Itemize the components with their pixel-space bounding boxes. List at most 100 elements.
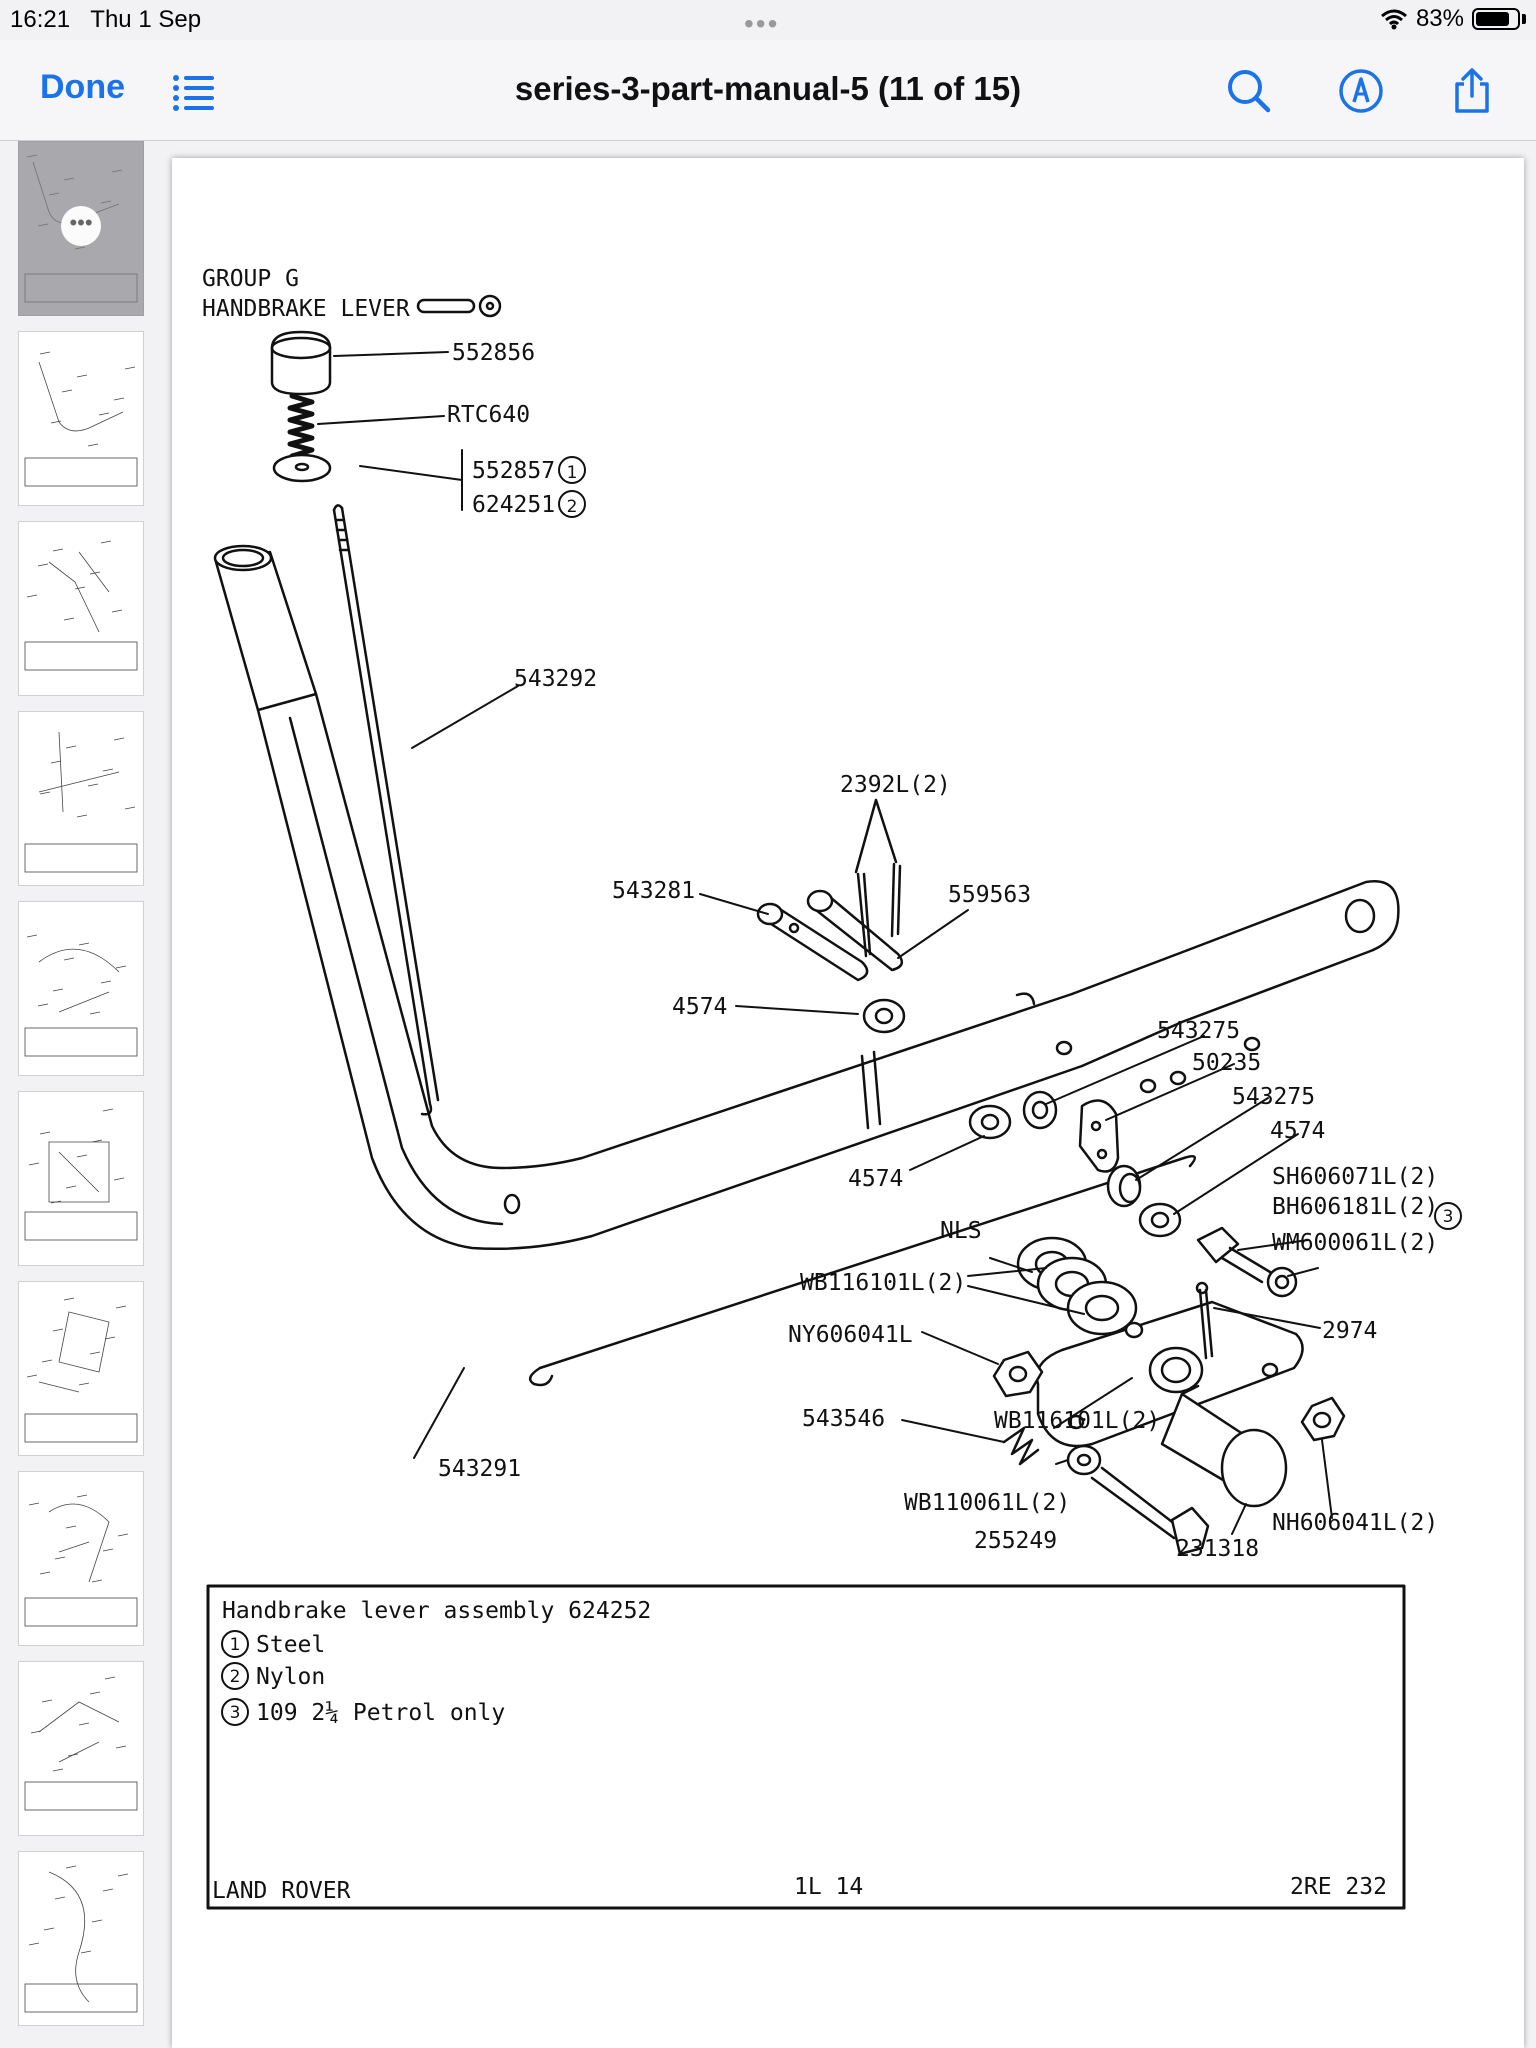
label-2974: 2974: [1322, 1318, 1377, 1344]
thumbnail-preview: [24, 351, 138, 487]
note-steel: Steel: [256, 1632, 325, 1658]
note-circled-1: 1: [230, 1635, 241, 1655]
document-title[interactable]: series-3-part-manual-5 (11 of 15): [514, 70, 1022, 107]
lever-symbol-icon: [416, 294, 502, 318]
washer-part-wm600061l: [1266, 1266, 1298, 1298]
note-circled-3: 3: [230, 1703, 241, 1723]
circled-1-label: 1: [567, 463, 578, 483]
markup-pen-icon[interactable]: [1336, 66, 1386, 116]
note-circled-2: 2: [230, 1667, 241, 1687]
washer-part-552857: [272, 453, 332, 483]
document-title-container: series-3-part-manual-5 (11 of 15): [0, 70, 1536, 108]
label-50235: 50235: [1192, 1050, 1261, 1076]
rod-part-543292: [332, 504, 440, 1116]
pin-part-543281: [756, 902, 869, 982]
label-543546: 543546: [802, 1406, 885, 1432]
note-nylon: Nylon: [256, 1664, 325, 1690]
label-ny606041l: NY606041L: [788, 1322, 913, 1348]
label-543292: 543292: [514, 666, 597, 692]
page-thumbnail[interactable]: [18, 1471, 144, 1646]
washer-part-4574-b: [968, 1104, 1012, 1140]
more-icon[interactable]: •••: [61, 206, 101, 246]
circled-3-label: 3: [1443, 1207, 1454, 1227]
thumbnail-preview: [24, 1676, 138, 1811]
page-thumbnail[interactable]: [18, 901, 144, 1076]
wifi-icon: [1380, 9, 1407, 30]
handle-tube: [213, 544, 318, 712]
group-label: GROUP G: [202, 266, 299, 292]
label-sh606071l: SH606071L(2): [1272, 1164, 1438, 1190]
label-4574-c: 4574: [848, 1166, 903, 1192]
page-thumbnail[interactable]: [18, 521, 144, 696]
share-icon[interactable]: [1447, 66, 1497, 116]
status-bar: 16:21 Thu 1 Sep ••• 83%: [0, 0, 1536, 40]
battery-icon: [1472, 8, 1520, 30]
diagram-heading: HANDBRAKE LEVER: [202, 296, 410, 322]
circled-2-label: 2: [567, 497, 578, 517]
label-4574-a: 4574: [672, 994, 727, 1020]
spring-part-543546: [1002, 1426, 1040, 1466]
label-543291: 543291: [438, 1456, 521, 1482]
search-icon[interactable]: [1224, 66, 1274, 116]
washer-part-wb110061l: [1066, 1444, 1102, 1476]
thumbnail-preview: [24, 731, 138, 873]
page-thumbnail[interactable]: [18, 331, 144, 506]
status-right: 83%: [1380, 5, 1526, 33]
note-petrol: 109 2¼ Petrol only: [256, 1700, 505, 1726]
thumbnail-preview: [24, 1108, 138, 1241]
battery-tip: [1522, 14, 1526, 24]
spacer-part-543275-a: [1022, 1090, 1058, 1130]
status-date: Thu 1 Sep: [90, 6, 202, 33]
thumbnail-preview: [24, 1297, 138, 1443]
split-pin-2974: [1195, 1281, 1214, 1360]
nut-part-nh606041l: [1300, 1396, 1346, 1442]
page-thumbnail[interactable]: [18, 1091, 144, 1266]
thumbnail-sidebar[interactable]: •••: [0, 141, 162, 2048]
label-wb116101l-a: WB116101L(2): [800, 1270, 966, 1296]
label-bh606181l: BH606181L(2): [1272, 1194, 1438, 1220]
label-552857: 552857: [472, 458, 555, 484]
note-assembly: Handbrake lever assembly 624252: [222, 1598, 651, 1624]
page-thumbnail[interactable]: [18, 711, 144, 886]
label-559563: 559563: [948, 882, 1031, 908]
list-icon[interactable]: [172, 72, 216, 112]
label-552856: 552856: [452, 340, 535, 366]
page-thumbnail[interactable]: [18, 1281, 144, 1456]
done-button[interactable]: Done: [40, 68, 125, 106]
leader-lines: [317, 351, 1333, 1535]
label-wm600061l: WM600061L(2): [1272, 1230, 1438, 1256]
multitasking-dots-icon[interactable]: •••: [744, 8, 780, 39]
knob-part-552856: [270, 330, 332, 396]
washer-part-4574-c: [1138, 1202, 1182, 1238]
nut-part-ny606041l: [992, 1350, 1044, 1398]
footer-left: LAND ROVER: [212, 1878, 351, 1904]
page-thumbnail[interactable]: •••: [18, 141, 144, 316]
document-page: GROUP G HANDBRAKE LEVER 552856 RTC640 55…: [172, 158, 1524, 2048]
bracket-plate: [1035, 1300, 1304, 1448]
split-pins-2392l: [854, 798, 902, 958]
thumbnail-preview: [24, 540, 138, 671]
page-thumbnail[interactable]: [18, 1661, 144, 1836]
handbrake-diagram: GROUP G HANDBRAKE LEVER 552856 RTC640 55…: [202, 266, 1462, 1910]
wave-washers: [1016, 1236, 1138, 1336]
battery-fill: [1476, 12, 1509, 26]
label-wb116101l-b: WB116101L(2): [994, 1408, 1160, 1434]
battery-percent: 83%: [1415, 5, 1464, 32]
label-624251: 624251: [472, 492, 555, 518]
label-nls: NLS: [940, 1218, 982, 1244]
cable-part-543291: [528, 1155, 1197, 1387]
thumbnail-preview: [24, 1865, 138, 2013]
label-rtc640: RTC640: [447, 402, 530, 428]
bolt-part-sh606071l: [1196, 1226, 1272, 1284]
pin-part-559563: [806, 889, 904, 972]
circled-markers: [221, 456, 1462, 1726]
page-thumbnail[interactable]: [18, 1851, 144, 2026]
plate-part-50235: [1078, 1099, 1120, 1173]
thumbnail-preview: [24, 1494, 138, 1627]
label-4574-b: 4574: [1270, 1118, 1325, 1144]
label-543275-a: 543275: [1157, 1018, 1240, 1044]
spacer-part-543275-b: [1106, 1164, 1142, 1208]
thumbnail-preview: [24, 934, 138, 1057]
washer-part-4574-a: [862, 998, 906, 1034]
footer-center: 1L 14: [794, 1874, 863, 1900]
